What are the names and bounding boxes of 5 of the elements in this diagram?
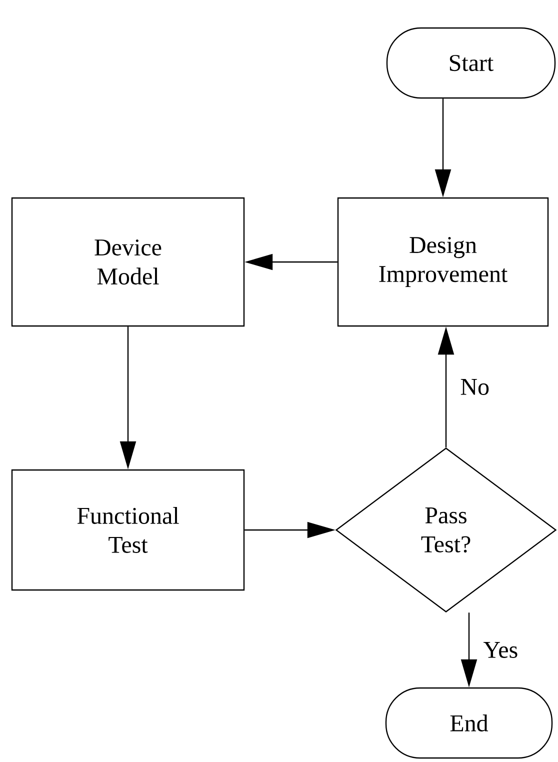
process-box: Functional Test (11, 469, 245, 591)
process-box: Device Model (11, 197, 245, 327)
process-box: Design Improvement (337, 197, 549, 327)
edge-label: No (458, 377, 492, 397)
edge-label: Yes (481, 640, 520, 660)
